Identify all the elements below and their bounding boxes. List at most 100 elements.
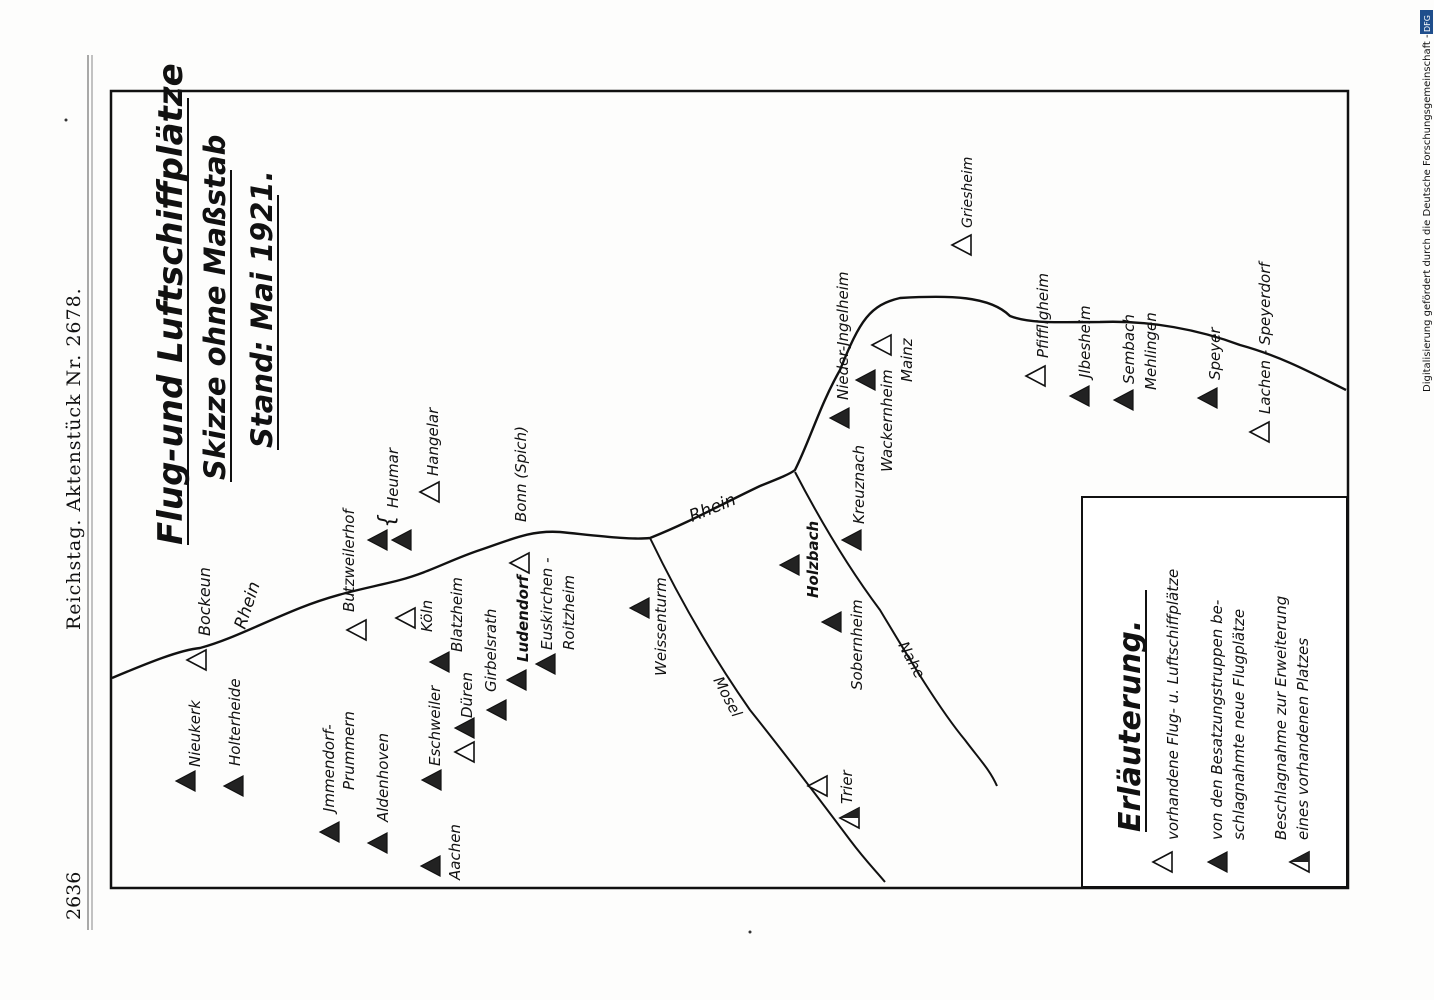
filled-triangle-icon [454, 717, 475, 739]
place-holterheide: Holterheide [223, 678, 244, 797]
legend: Erläuterung. vorhandene Flug- u. Luftsch… [1081, 496, 1348, 888]
place-label: Sembach [1120, 314, 1138, 384]
legend-item-open: vorhandene Flug- u. Luftschiffplätze [1164, 569, 1182, 840]
filled-triangle-icon [319, 821, 340, 843]
filled-triangle-icon [821, 611, 842, 633]
place-dueren: Düren [454, 672, 476, 763]
place-label: Speyer [1206, 327, 1224, 380]
map-date: Stand: Mai 1921. [245, 170, 279, 448]
filled-triangle-icon [1197, 387, 1218, 409]
place-label: Heumar [384, 447, 402, 508]
filled-triangle-icon [829, 407, 850, 429]
place-hangelar: Hangelar [419, 407, 442, 503]
place-butzweilerhof: Butzweilerhof [340, 507, 367, 641]
place-label: Griesheim [960, 157, 976, 228]
place-sobernheim: Sobernheim [821, 599, 866, 690]
place-label: Hangelar [424, 407, 442, 476]
place-nieukerk: Nieukerk [175, 699, 204, 792]
page-number: 2636 [63, 872, 85, 920]
place-speyer: Speyer [1197, 327, 1224, 409]
filled-triangle-icon [506, 669, 527, 691]
open-triangle-icon [509, 552, 530, 574]
filled-triangle-icon [1069, 385, 1090, 407]
place-kreuznach: Kreuznach [841, 445, 868, 551]
legend-item-filled: von den Besatzungstruppen be- [1208, 600, 1226, 840]
place-label: Lachen - Speyerdorf [1256, 260, 1274, 414]
nahe-river [794, 471, 998, 787]
filled-triangle-icon [535, 653, 556, 675]
legend-title: Erläuterung. [1113, 620, 1148, 832]
place-sembach: Sembach Mehlingen [1113, 312, 1160, 411]
place-wackernheim: Wackernheim [829, 369, 896, 472]
place-label: Jmmendorf- [320, 724, 338, 815]
place-label: Roitzheim [560, 575, 578, 650]
open-triangle-icon [1249, 421, 1270, 443]
place-label: Aldenhoven [374, 733, 392, 823]
place-label: Bockeun [195, 567, 214, 636]
scan-speck [748, 930, 752, 934]
place-label: Nieder-Jngelheim [834, 272, 852, 401]
place-label: Weissenturm [652, 577, 670, 676]
map-frame [109, 89, 1350, 890]
place-trier: Trier [807, 769, 860, 829]
place-label: Sobernheim [848, 599, 866, 690]
scan-speck [64, 118, 68, 122]
rhein-label-middle: Rhein [686, 490, 739, 527]
dfg-logo: DFG [1420, 10, 1433, 34]
running-title: Reichstag. Aktenstück Nr. 2678. [63, 287, 85, 630]
filled-triangle-icon [175, 770, 196, 792]
filled-triangle-icon [486, 699, 507, 721]
place-holzbach: Holzbach [779, 521, 822, 598]
place-mainz: Mainz [871, 334, 916, 382]
rhein-label-north: Rhein [231, 579, 265, 631]
open-triangle-icon [951, 234, 972, 256]
map-subtitle: Skizze ohne Maßstab [198, 135, 232, 480]
filled-triangle-icon [779, 554, 800, 576]
open-triangle-icon [346, 619, 367, 641]
place-bockeun: Bockeun [186, 567, 214, 671]
place-label: Prummern [340, 711, 358, 790]
open-triangle-icon [186, 649, 207, 671]
open-triangle-icon [395, 607, 416, 629]
place-label: Girbelsrath [482, 609, 500, 692]
place-label: Trier [838, 769, 856, 804]
place-label: Ludendorf [514, 573, 532, 662]
legend-box [1081, 496, 1348, 888]
place-label: Wackernheim [878, 369, 896, 472]
legend-item-half: Beschlagnahme zur Erweiterung [1272, 596, 1290, 840]
place-label: Kreuznach [850, 445, 868, 524]
place-label: Nieukerk [186, 699, 204, 767]
rhein-river [111, 295, 1347, 680]
nahe-label: Nahe [894, 638, 928, 681]
open-triangle-icon [419, 481, 440, 503]
place-label: Aachen [446, 824, 464, 881]
place-label: Eschweiler [426, 685, 444, 766]
place-pfiffligheim: Pfiffligheim [1025, 273, 1052, 387]
map-title: Flug-und Luftschiffplätze [151, 63, 191, 545]
place-jlbesheim: Jlbesheim [1069, 305, 1094, 407]
place-blatzheim: Blatzheim [429, 577, 466, 673]
filled-triangle-icon [421, 769, 442, 791]
filled-triangle-icon [841, 529, 862, 551]
open-triangle-icon [454, 741, 475, 763]
place-weissenturm: Weissenturm [629, 577, 670, 676]
place-eschweiler: Eschweiler [421, 685, 444, 791]
dfg-badge-text: DFG [1423, 15, 1432, 32]
place-heumar: { Heumar [367, 447, 412, 551]
place-label: Holzbach [804, 521, 822, 598]
mosel-river [649, 537, 886, 883]
filled-triangle-icon [420, 855, 441, 877]
place-label: Bonn (Spich) [512, 426, 530, 522]
open-triangle-icon [807, 775, 828, 797]
place-label: Pfiffligheim [1034, 273, 1052, 358]
place-girbelsrath: Girbelsrath [482, 609, 507, 721]
place-jmmendorf: Jmmendorf- Prummern [319, 711, 358, 843]
place-label: Euskirchen - [538, 558, 556, 651]
filled-triangle-icon [1113, 389, 1134, 411]
filled-triangle-icon [629, 597, 650, 619]
place-nieder-ingelheim: Nieder-Jngelheim [834, 272, 876, 401]
filled-triangle-icon [855, 369, 876, 391]
half-filled-triangle-icon [839, 807, 860, 829]
